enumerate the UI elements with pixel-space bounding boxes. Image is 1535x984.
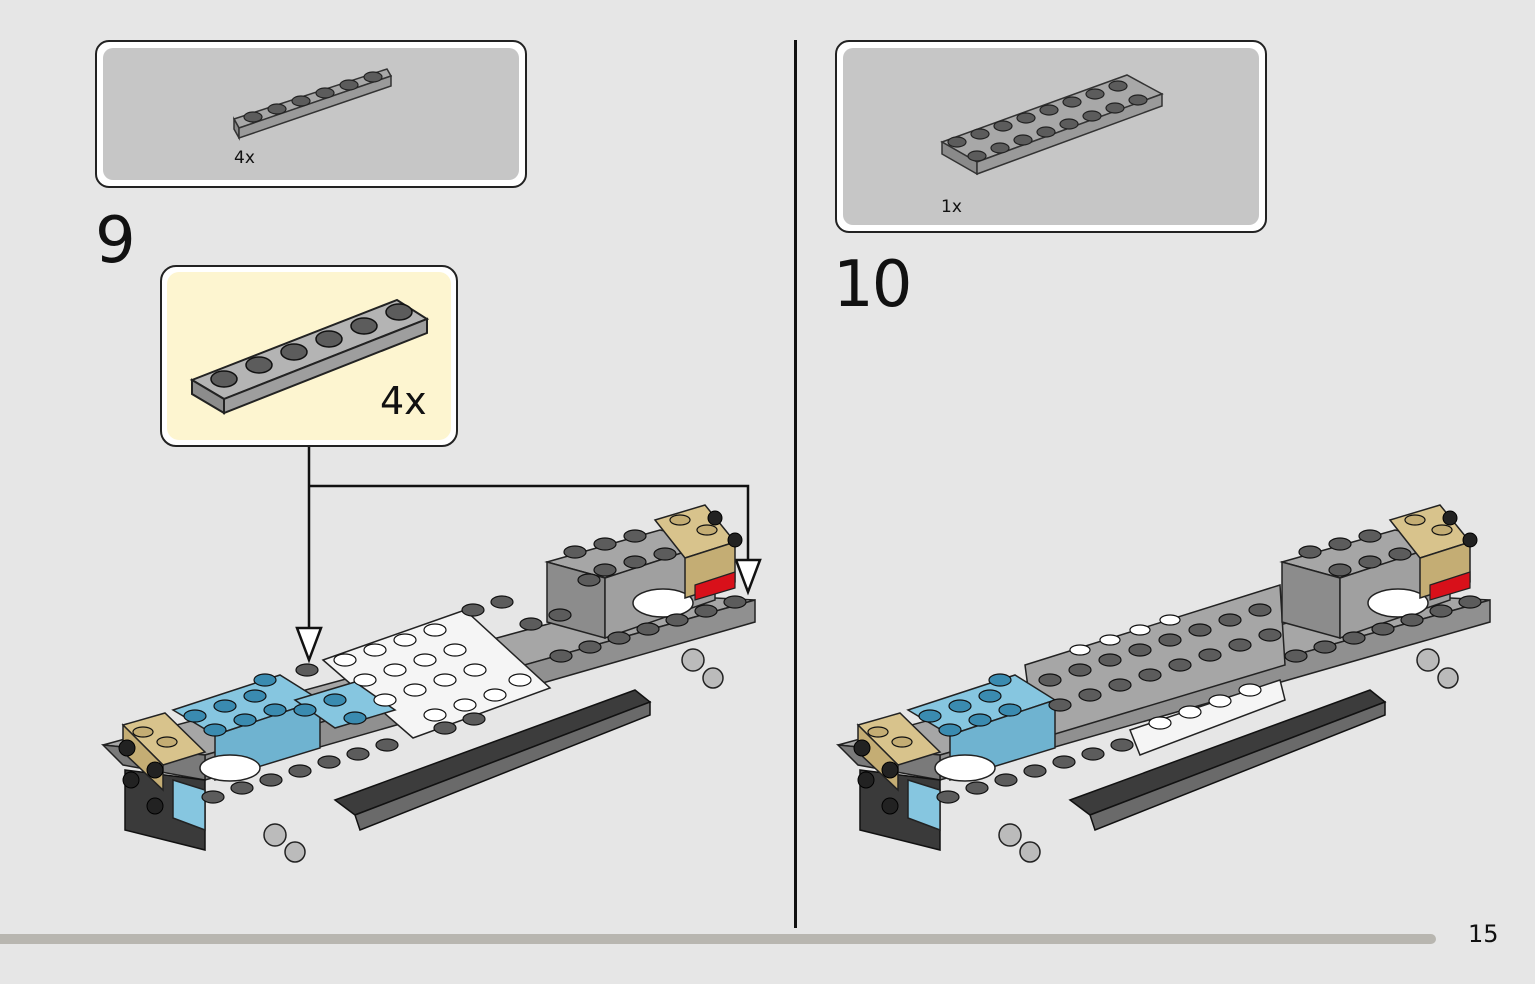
step9-parts-box: 4x	[95, 40, 527, 188]
step9-model-illustration	[100, 504, 756, 863]
placement-arrows	[295, 447, 762, 664]
step9-callout: 4x	[160, 265, 458, 447]
callout-count: 4x	[380, 379, 427, 423]
page-footer-bar	[0, 934, 1436, 944]
step-number-9: 9	[95, 204, 136, 278]
page-divider	[794, 40, 797, 928]
parts-count: 4x	[234, 148, 255, 168]
step-number-10: 10	[833, 248, 912, 322]
parts-count: 1x	[941, 197, 962, 217]
plate-2x8-icon	[940, 74, 1164, 176]
page-number: 15	[1468, 920, 1499, 948]
callout-plate-1x6-icon	[189, 298, 430, 415]
step10-model-illustration	[835, 504, 1491, 863]
step10-parts-box: 1x	[835, 40, 1267, 233]
plate-1x6-icon	[232, 68, 393, 141]
